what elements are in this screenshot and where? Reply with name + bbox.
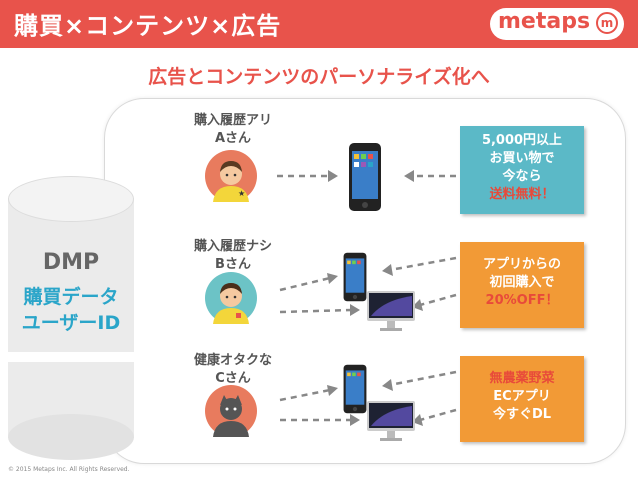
user-c-label: 健康オタクな Cさん xyxy=(178,352,288,388)
smartphone-icon xyxy=(343,252,367,302)
offer-box-c: 無農薬野菜 ECアプリ 今すぐDL xyxy=(460,356,584,442)
offer-box-b: アプリからの 初回購入で 20%OFF！ xyxy=(460,242,584,328)
metaps-logo: metaps m xyxy=(490,8,624,40)
arrow-user-b-to-monitor xyxy=(279,308,353,314)
offer-box-a: 5,000円以上 お買い物で 今なら 送料無料！ xyxy=(460,126,584,214)
user-a-line1: 購入履歴アリ xyxy=(193,113,272,128)
offer-b-line1: アプリからの xyxy=(482,257,561,272)
user-c-avatar xyxy=(205,385,257,437)
user-a-avatar: ★ xyxy=(205,150,257,202)
dmp-line2: ユーザーID xyxy=(21,312,121,334)
user-a-line2: Aさん xyxy=(214,131,252,146)
desktop-monitor-icon xyxy=(367,401,415,441)
offer-a-line3: 今なら xyxy=(502,169,542,184)
svg-text:★: ★ xyxy=(238,189,245,198)
arrow-user-b-to-phone xyxy=(279,276,331,292)
dmp-divider xyxy=(8,352,134,362)
arrow-user-c-to-phone xyxy=(279,388,331,402)
dmp-cylinder-body xyxy=(8,198,134,438)
user-c-line2: Cさん xyxy=(215,371,251,386)
dmp-title: DMP xyxy=(42,250,100,275)
arrow-offer-c-to-phone xyxy=(389,370,457,387)
smartphone-icon xyxy=(343,364,367,414)
offer-a-line4: 送料無料！ xyxy=(489,187,555,202)
logo-mark-icon: m xyxy=(596,12,618,34)
offer-b-line2: 初回購入で xyxy=(489,275,555,290)
dmp-cylinder-top xyxy=(8,176,134,222)
user-b-avatar xyxy=(205,272,257,324)
offer-b-line3: 20%OFF！ xyxy=(485,293,559,308)
arrow-offer-b-to-phone xyxy=(389,256,457,272)
offer-a-line1: 5,000円以上 xyxy=(481,133,563,148)
arrow-offer-c-to-monitor xyxy=(419,408,457,422)
smartphone-icon xyxy=(349,143,381,211)
offer-c-line1: 無農薬野菜 xyxy=(489,371,555,386)
slide-subtitle: 広告とコンテンツのパーソナライズ化へ xyxy=(148,66,490,88)
logo-text: metaps xyxy=(498,9,591,34)
arrow-offer-b-to-monitor xyxy=(419,293,457,307)
desktop-monitor-icon xyxy=(367,291,415,331)
user-a-label: 購入履歴アリ Aさん xyxy=(178,112,288,148)
user-c-line1: 健康オタクな xyxy=(193,353,272,368)
dmp-subtitle: 購買データ ユーザーID xyxy=(8,284,134,336)
copyright-footer: © 2015 Metaps Inc. All Rights Reserved. xyxy=(8,466,130,473)
dmp-line1: 購買データ xyxy=(23,286,119,308)
header-bar: 購買×コンテンツ×広告 metaps m xyxy=(0,0,638,48)
offer-c-line2: ECアプリ xyxy=(493,389,551,404)
user-b-line1: 購入履歴ナシ xyxy=(193,239,272,254)
offer-a-line2: お買い物で xyxy=(489,151,555,166)
page-title: 購買×コンテンツ×広告 xyxy=(14,12,282,40)
user-b-label: 購入履歴ナシ Bさん xyxy=(178,238,288,274)
offer-c-line3: 今すぐDL xyxy=(492,407,552,422)
user-b-line2: Bさん xyxy=(215,257,251,272)
dmp-cylinder-bottom xyxy=(8,414,134,460)
